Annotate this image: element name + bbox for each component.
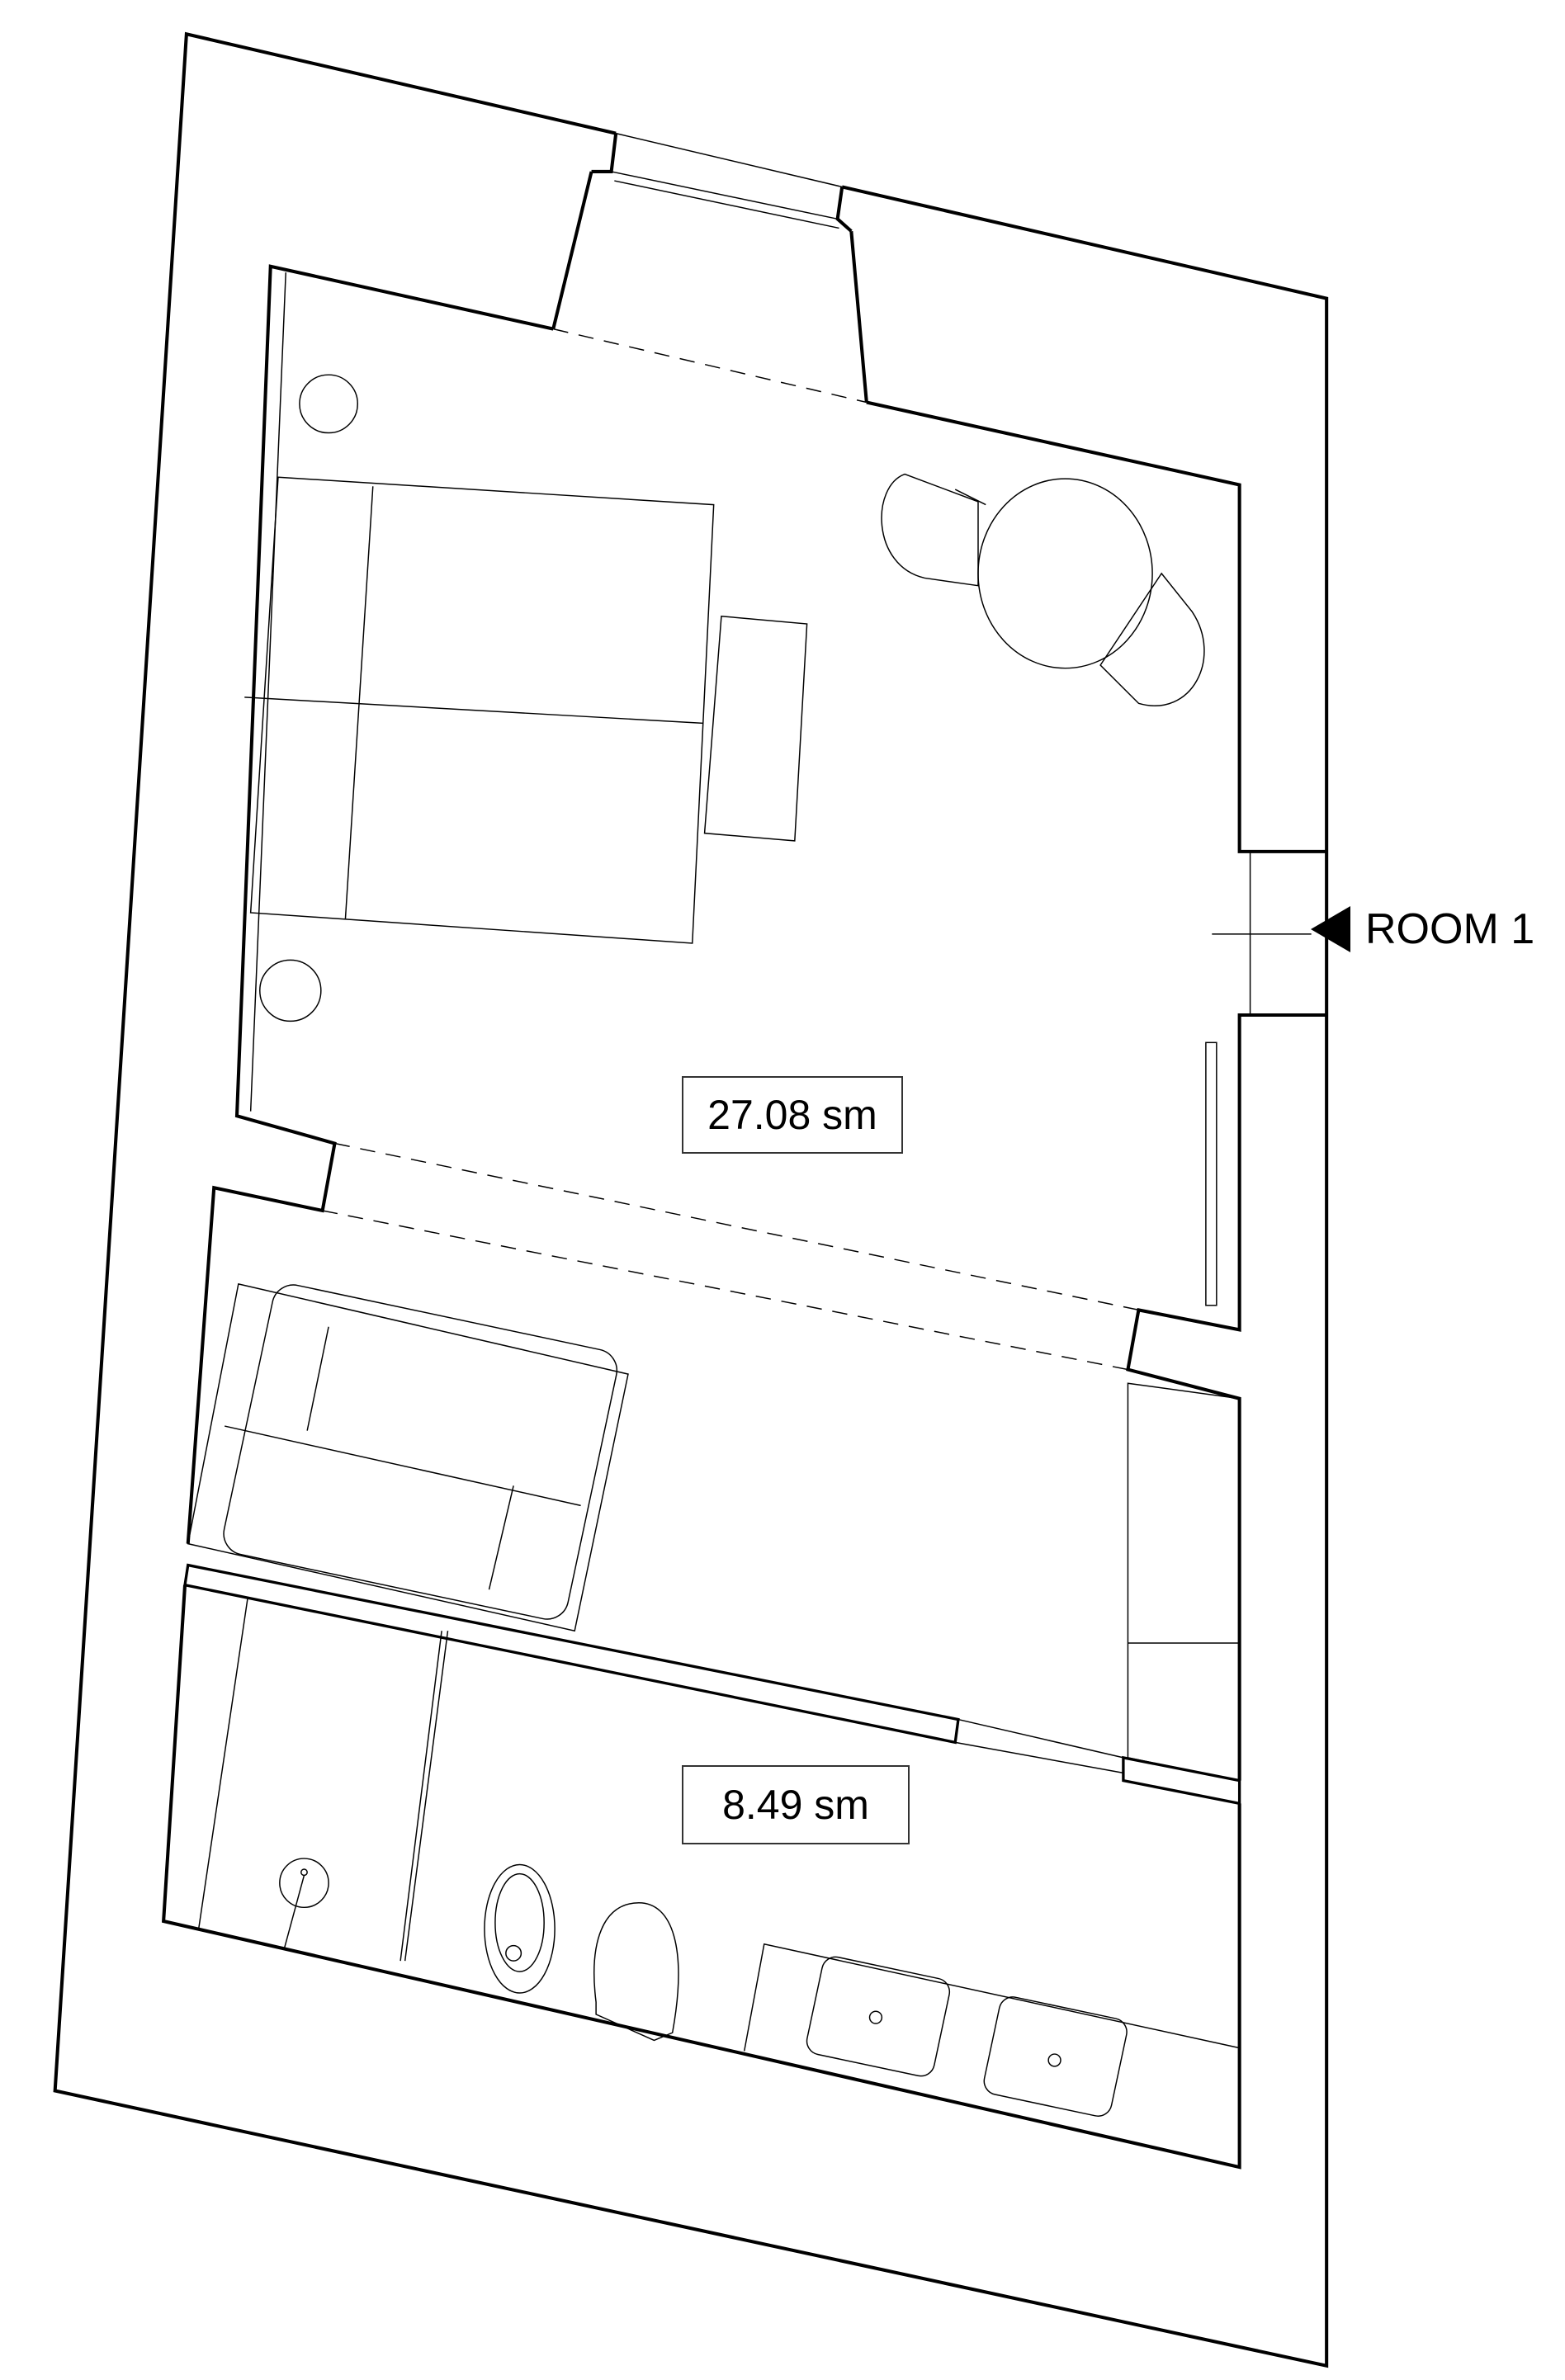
bedroom-area-label: 27.08 sm: [682, 1076, 903, 1154]
triangle-arrow-left-icon: [1311, 906, 1350, 952]
bathroom-area-label: 8.49 sm: [682, 1765, 910, 1844]
entrance-marker: ROOM 1: [1311, 904, 1534, 954]
entrance-label: ROOM 1: [1365, 905, 1535, 953]
